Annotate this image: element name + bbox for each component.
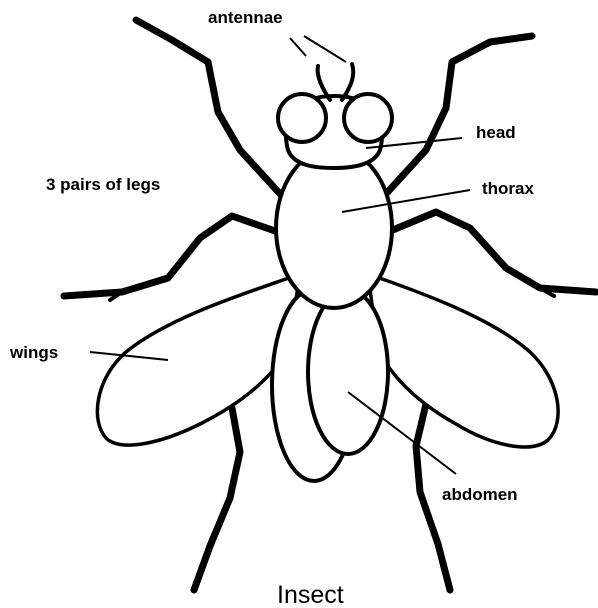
- abdomen: [272, 289, 388, 481]
- antennae-pointer-right: [304, 36, 346, 62]
- thorax: [276, 148, 392, 308]
- eye-left: [278, 94, 326, 142]
- label-thorax: thorax: [482, 179, 535, 198]
- label-legs: 3 pairs of legs: [46, 175, 160, 194]
- wing-left: [97, 274, 300, 445]
- leg-front-left: [136, 20, 282, 196]
- label-antennae: antennae: [208, 8, 283, 27]
- eye-right: [344, 94, 392, 142]
- antenna-right: [342, 64, 353, 100]
- head: [278, 94, 392, 168]
- label-wings: wings: [9, 343, 58, 362]
- label-head: head: [476, 123, 516, 142]
- antennae-pointer-left: [290, 38, 306, 56]
- leg-middle-right: [388, 212, 596, 292]
- diagram-title: Insect: [277, 581, 344, 608]
- label-abdomen: abdomen: [442, 485, 518, 504]
- abdomen-segment-right: [308, 290, 388, 454]
- leg-middle-left: [64, 216, 278, 296]
- wing-right: [368, 274, 558, 447]
